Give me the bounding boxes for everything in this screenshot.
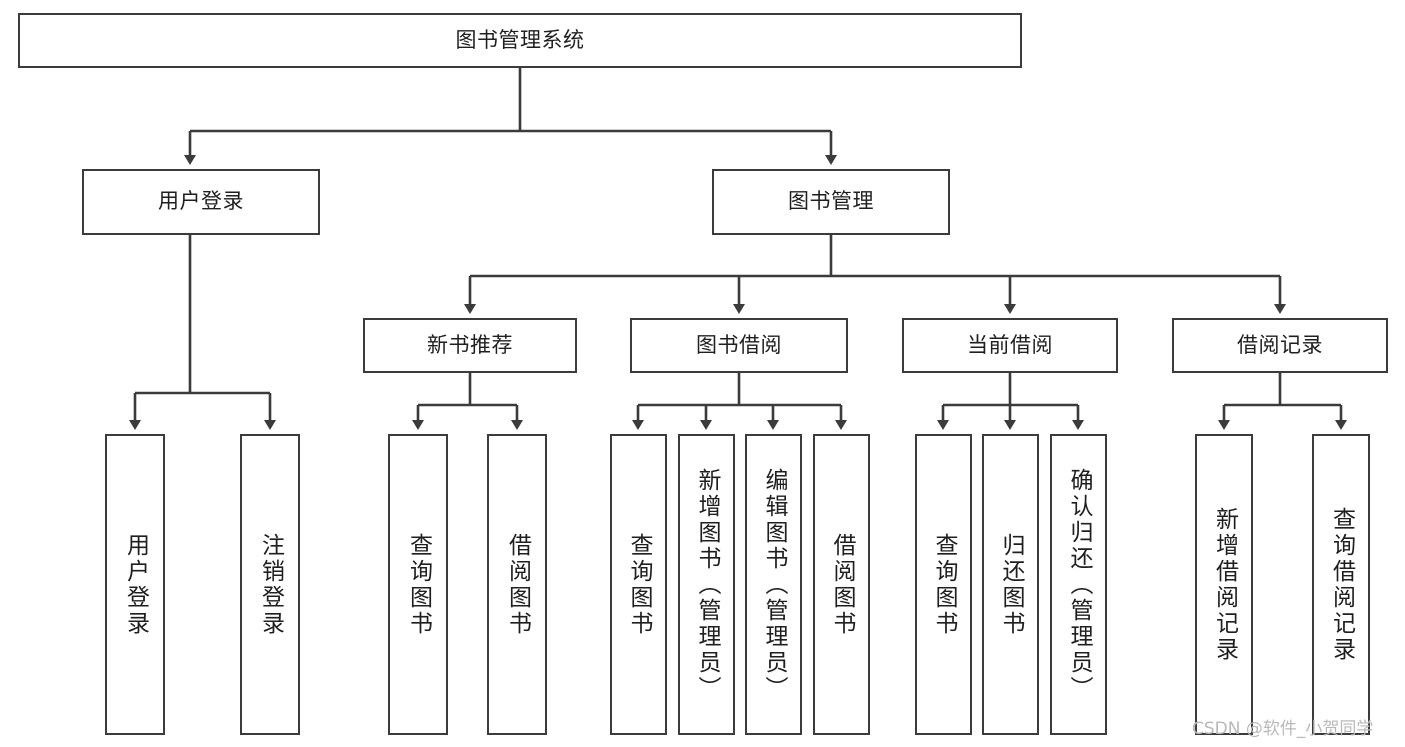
- leaf-add-record-label: 新增借阅记录: [1211, 506, 1238, 663]
- leaf-borrow-book-2-label: 借阅图书: [829, 532, 855, 637]
- leaf-add-record[interactable]: 新增借阅记录: [1195, 434, 1253, 735]
- leaf-query-record[interactable]: 查询借阅记录: [1312, 434, 1370, 735]
- leaf-borrow-book-2[interactable]: 借阅图书: [813, 434, 870, 735]
- leaf-query-record-label: 查询借阅记录: [1328, 506, 1355, 663]
- node-new-book-recommend[interactable]: 新书推荐: [363, 318, 577, 373]
- leaf-logout-label: 注销登录: [257, 532, 284, 637]
- leaf-user-login-label: 用户登录: [122, 532, 149, 637]
- leaf-query-book-2-label: 查询图书: [626, 532, 652, 637]
- leaf-query-book-3-label: 查询图书: [931, 532, 957, 637]
- leaf-add-book-label: 新增图书（管理员）: [694, 467, 720, 702]
- leaf-edit-book-label: 编辑图书（管理员）: [761, 467, 787, 702]
- node-book-borrow[interactable]: 图书借阅: [630, 318, 848, 373]
- node-book-manage-label: 图书管理: [788, 189, 874, 214]
- leaf-add-book[interactable]: 新增图书（管理员）: [678, 434, 735, 735]
- leaf-user-login[interactable]: 用户登录: [105, 434, 165, 735]
- node-borrow-record[interactable]: 借阅记录: [1172, 318, 1388, 373]
- node-current-borrow-label: 当前借阅: [967, 332, 1053, 357]
- leaf-borrow-book-1-label: 借阅图书: [504, 532, 531, 637]
- node-user-login-label: 用户登录: [158, 189, 244, 214]
- leaf-logout[interactable]: 注销登录: [240, 434, 300, 735]
- leaf-query-book-1[interactable]: 查询图书: [388, 434, 448, 735]
- node-borrow-record-label: 借阅记录: [1237, 332, 1323, 357]
- leaf-borrow-book-1[interactable]: 借阅图书: [487, 434, 547, 735]
- leaf-return-book[interactable]: 归还图书: [982, 434, 1039, 735]
- node-root-label: 图书管理系统: [455, 27, 585, 52]
- leaf-query-book-2[interactable]: 查询图书: [610, 434, 667, 735]
- csdn-watermark: CSDN @软件_小贺同学: [1192, 719, 1374, 739]
- node-user-login[interactable]: 用户登录: [82, 169, 320, 235]
- leaf-edit-book[interactable]: 编辑图书（管理员）: [745, 434, 802, 735]
- leaf-query-book-3[interactable]: 查询图书: [915, 434, 972, 735]
- node-book-manage[interactable]: 图书管理: [712, 169, 950, 235]
- node-current-borrow[interactable]: 当前借阅: [902, 318, 1118, 373]
- leaf-confirm-return-label: 确认归还（管理员）: [1066, 467, 1092, 702]
- leaf-return-book-label: 归还图书: [998, 532, 1024, 637]
- node-book-borrow-label: 图书借阅: [696, 332, 782, 357]
- node-root[interactable]: 图书管理系统: [18, 13, 1022, 68]
- leaf-query-book-1-label: 查询图书: [405, 532, 432, 637]
- node-new-book-recommend-label: 新书推荐: [427, 332, 513, 357]
- leaf-confirm-return[interactable]: 确认归还（管理员）: [1050, 434, 1107, 735]
